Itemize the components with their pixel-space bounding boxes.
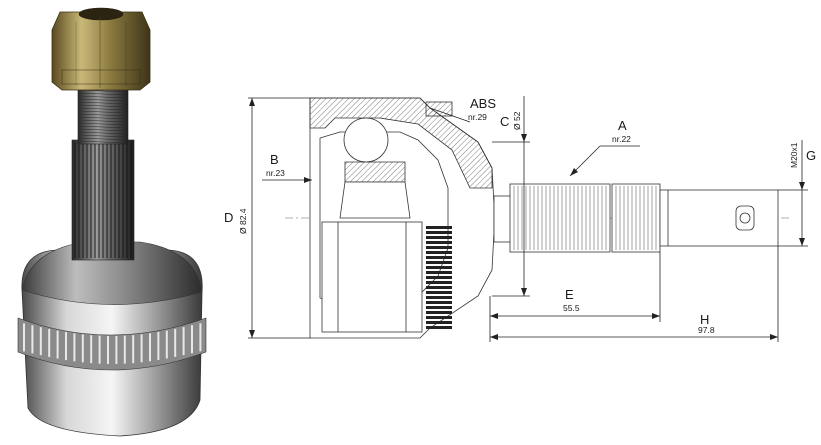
castle-nut	[51, 11, 151, 91]
abs-ring-photo	[17, 317, 207, 371]
bell-dome	[21, 241, 203, 305]
value-c: Ø 52	[512, 111, 522, 130]
label-b: B	[270, 152, 279, 167]
value-a: nr.22	[612, 134, 631, 144]
label-abs: ABS	[470, 96, 496, 111]
drawing-shaft	[493, 183, 779, 253]
bell-outline	[309, 97, 495, 339]
value-h: 97.8	[698, 325, 715, 335]
value-g: M20x1	[789, 142, 799, 168]
abs-ring-drawing	[426, 226, 452, 329]
value-d: Ø 82.4	[238, 208, 248, 234]
label-e: E	[565, 287, 574, 302]
ball-bearing	[343, 117, 389, 163]
label-c: C	[500, 114, 509, 129]
value-abs: nr.29	[468, 112, 487, 122]
label-h: H	[700, 312, 709, 327]
label-d: D	[224, 210, 233, 225]
value-b: nr.23	[266, 168, 285, 178]
value-e: 55.5	[563, 303, 580, 313]
label-a: A	[618, 118, 627, 133]
label-g: G	[806, 148, 816, 163]
technical-drawing: D Ø 82.4 B nr.23 ABS nr.29 C Ø 52 A nr.2…	[224, 96, 816, 342]
cv-joint-photo	[17, 7, 207, 437]
